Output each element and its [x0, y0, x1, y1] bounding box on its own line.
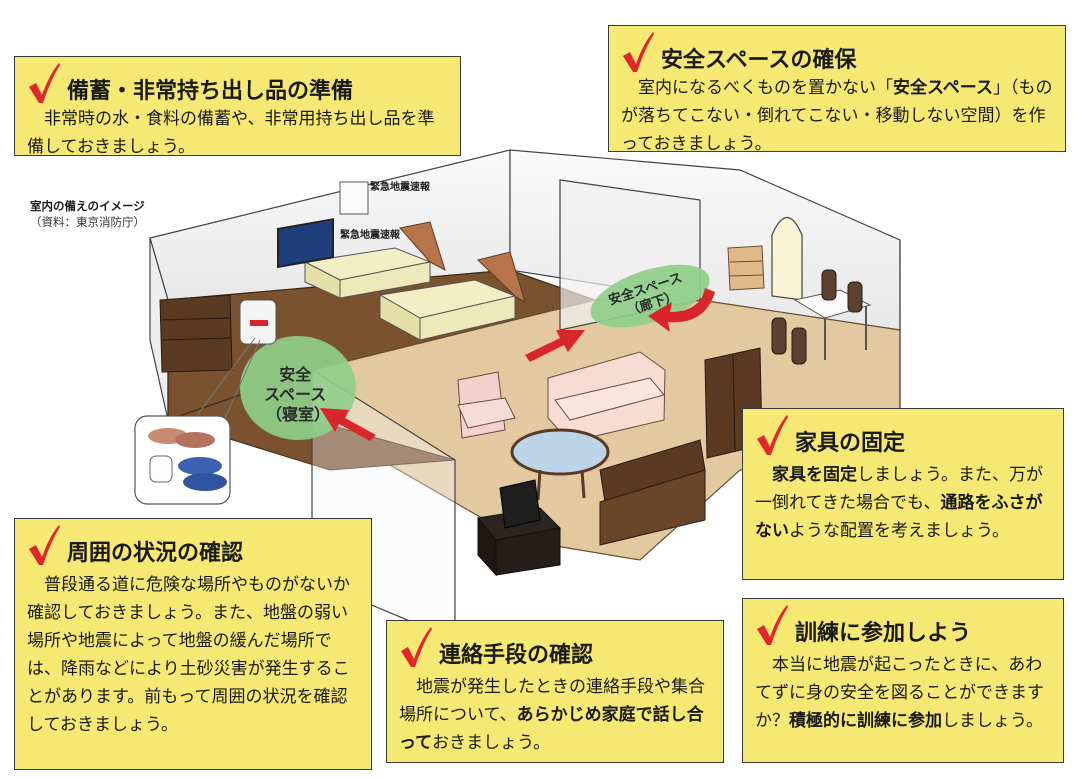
- card-body: 普段通る道に危険な場所やものがないか確認しておきましょう。また、地盤の弱い場所や…: [27, 575, 350, 735]
- check-mark-icon: [757, 605, 788, 645]
- eew-receiver: [339, 181, 369, 215]
- footwear-callout: [134, 337, 261, 505]
- card-body: 室内になるべくものを置かない「安全スペース」（ものが落ちてこない・倒れてこない・…: [621, 78, 1053, 154]
- card-surroundings: 周囲の状況の確認 普段通る道に危険な場所やものがないか確認しておきましょう。また…: [14, 518, 372, 770]
- card-contact: 連絡手段の確認 地震が発生したときの連絡手段や集合場所について、あらかじめ家庭で…: [386, 620, 724, 763]
- card-stockpile: 備蓄・非常持ち出し品の準備 非常時の水・食料の備蓄や、非常用持ち出し品を準備して…: [14, 56, 461, 157]
- dining-chairs: [771, 269, 863, 365]
- bed-back: [303, 221, 446, 299]
- emergency-bag: [239, 299, 277, 345]
- check-mark-icon: [623, 32, 654, 72]
- card-title: 安全スペースの確保: [661, 48, 857, 73]
- wall-tv: [277, 218, 334, 269]
- card-furniture: 家具の固定 家具を固定しましょう。また、万が一倒れてきた場合でも、通路をふさがな…: [742, 408, 1064, 580]
- card-title: 家具の固定: [795, 431, 906, 456]
- check-mark-icon: [757, 415, 788, 455]
- eew-label-1: 緊急地震速報: [370, 180, 431, 193]
- dresser-bedroom: [159, 294, 233, 373]
- bed-front: [378, 251, 526, 341]
- caption-source: （資料：東京消防庁）: [30, 215, 145, 229]
- card-body: 家具を固定しましょう。また、万が一倒れてきた場合でも、通路をふさがないような配置…: [755, 465, 1043, 541]
- evacuation-arrows: [320, 288, 715, 441]
- card-title: 周囲の状況の確認: [67, 541, 244, 566]
- illustration-caption: 室内の備えのイメージ （資料：東京消防庁）: [30, 198, 145, 230]
- card-body: 非常時の水・食料の備蓄や、非常用持ち出し品を準備しておきましょう。: [27, 109, 435, 157]
- safe-space-hallway: [590, 264, 710, 328]
- check-mark-icon: [29, 525, 60, 565]
- card-safe-space: 安全スペースの確保 室内になるべくものを置かない「安全スペース」（ものが落ちてこ…: [608, 25, 1066, 154]
- card-training: 訓練に参加しよう 本当に地震が起こったときに、あわてずに身の安全を図ることができ…: [742, 598, 1064, 763]
- card-body: 地震が発生したときの連絡手段や集合場所について、あらかじめ家庭で話し合っておきま…: [399, 677, 705, 753]
- card-title: 連絡手段の確認: [439, 643, 594, 668]
- svg-text:安全 スペース （寝室）: 安全 スペース （寝室）: [264, 365, 332, 424]
- sofa: [547, 351, 666, 443]
- door: [771, 216, 803, 301]
- eew-label-2: 緊急地震速報: [340, 228, 401, 241]
- coffee-table: [510, 428, 610, 501]
- low-cabinet: [599, 439, 706, 546]
- chest-of-drawers-hallway: [727, 245, 765, 291]
- check-mark-icon: [401, 627, 432, 667]
- check-mark-icon: [29, 63, 60, 103]
- armchair: [457, 371, 516, 439]
- card-title: 訓練に参加しよう: [795, 621, 972, 646]
- card-title: 備蓄・非常持ち出し品の準備: [67, 79, 354, 104]
- caption-title: 室内の備えのイメージ: [30, 199, 145, 213]
- card-body: 本当に地震が起こったときに、あわてずに身の安全を図ることができますか？積極的に訓…: [755, 655, 1044, 731]
- tv-stand: [477, 479, 562, 577]
